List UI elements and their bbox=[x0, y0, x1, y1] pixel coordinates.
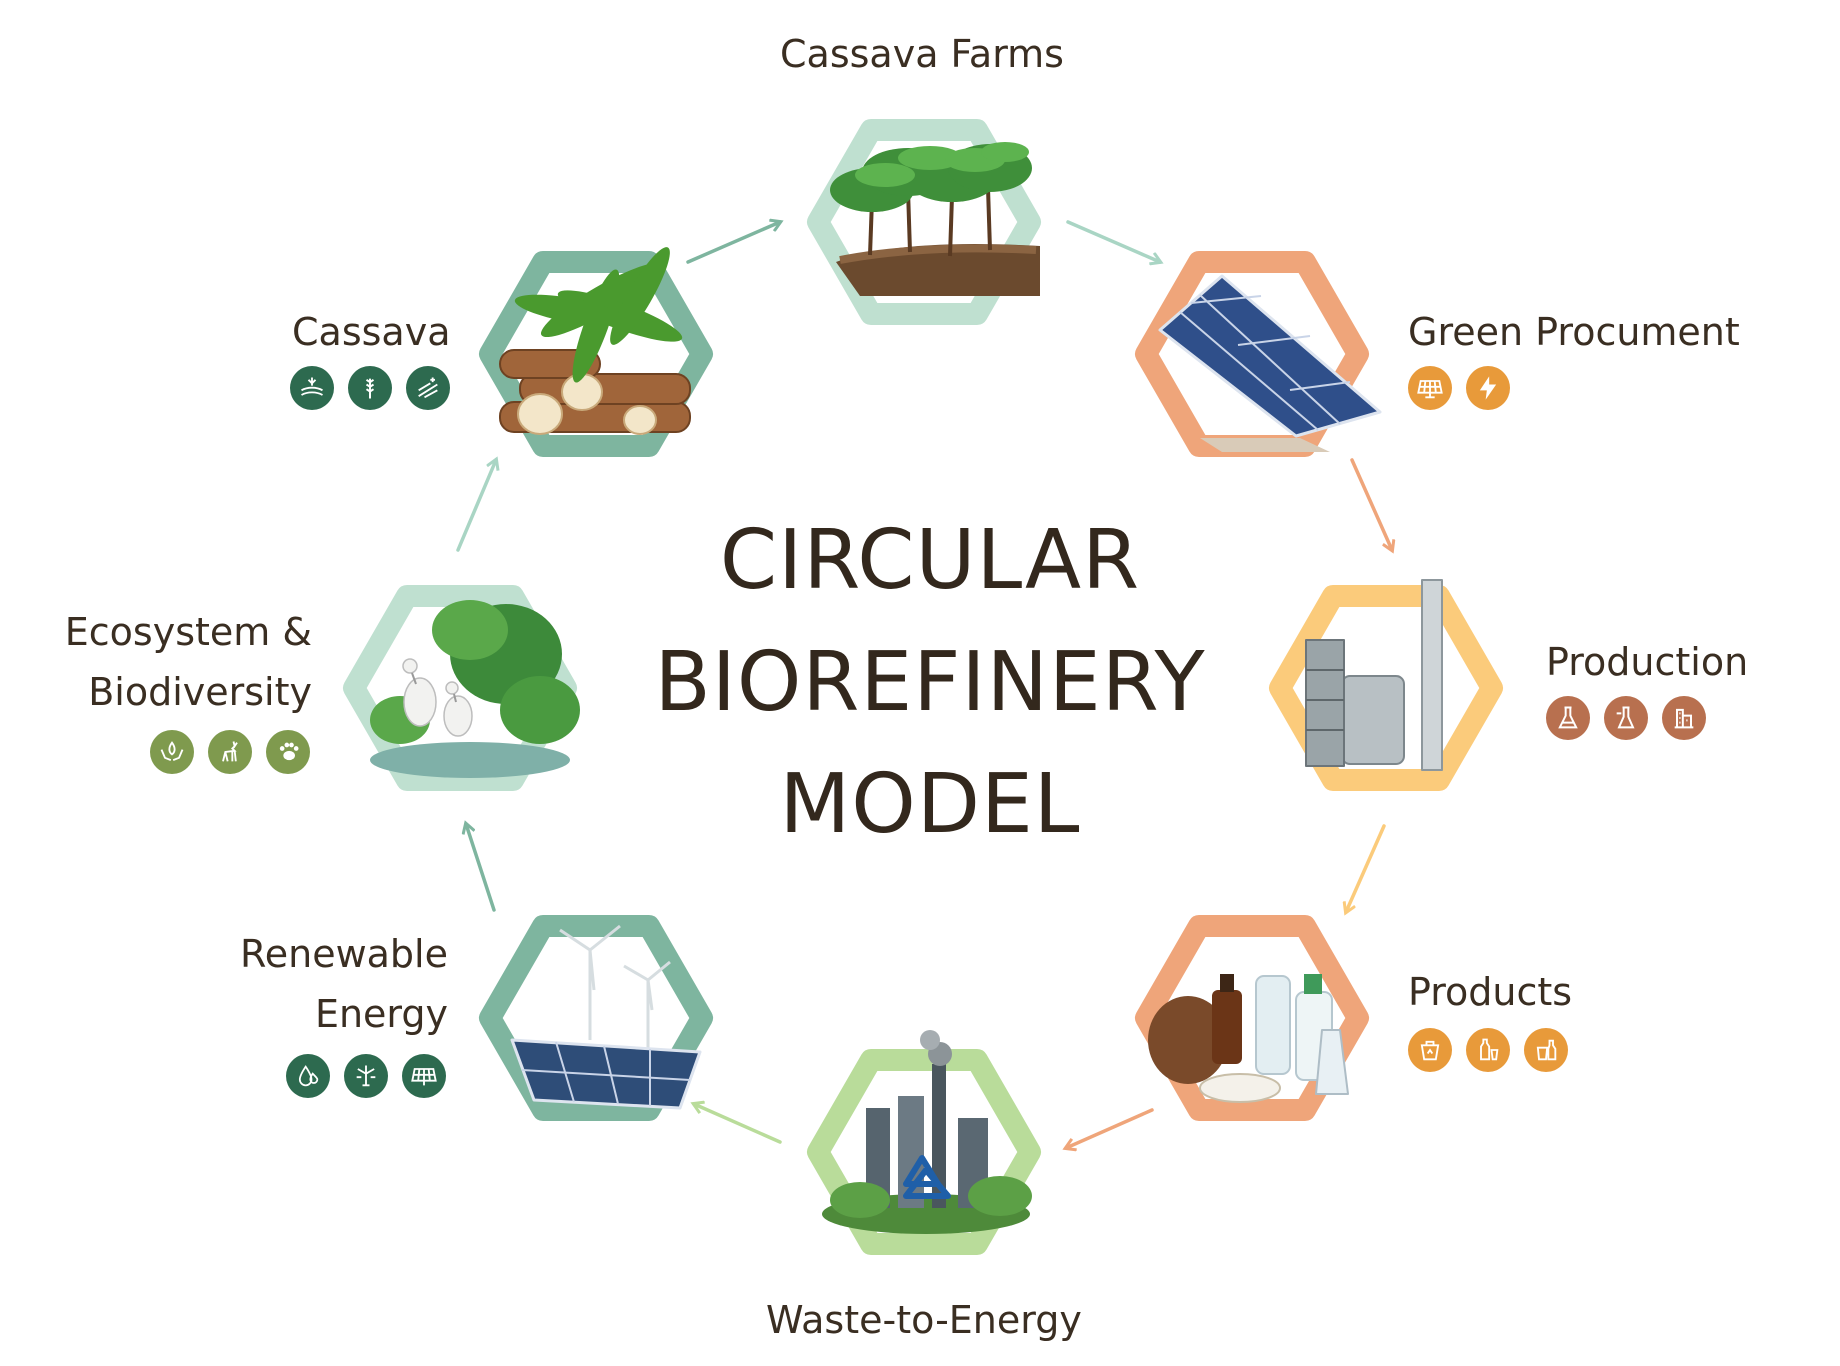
label-ecosystem-line2: Biodiversity bbox=[88, 670, 312, 714]
icons-production bbox=[1546, 696, 1706, 740]
label-ecosystem-biodiversity: Ecosystem & Biodiversity bbox=[40, 602, 312, 722]
arrow-production-to-products bbox=[1346, 824, 1386, 912]
wind-solar-illustration bbox=[510, 924, 702, 1110]
wetland-birds-illustration bbox=[370, 600, 580, 778]
label-renewable-energy-line2: Energy bbox=[314, 992, 448, 1036]
cycle-arrows bbox=[456, 220, 1392, 1148]
icons-ecosystem-biodiversity bbox=[150, 730, 310, 774]
arrow-waste-to-renewable bbox=[694, 1104, 782, 1144]
arrow-farms-to-procurement bbox=[1066, 220, 1160, 262]
node-cassava[interactable] bbox=[479, 242, 713, 457]
title-line-2: BIOREFINERY bbox=[654, 635, 1206, 730]
arrow-products-to-waste bbox=[1066, 1108, 1154, 1148]
icons-cassava bbox=[290, 366, 450, 410]
solar-panel-icon bbox=[402, 1054, 446, 1098]
wind-turbine-icon bbox=[344, 1054, 388, 1098]
hex-nodes bbox=[343, 119, 1503, 1255]
label-renewable-energy-line1: Renewable bbox=[240, 932, 448, 976]
farm-land-icon bbox=[406, 366, 450, 410]
icons-renewable-energy bbox=[286, 1054, 446, 1098]
wheat-icon bbox=[348, 366, 392, 410]
solar-panel-illustration bbox=[1158, 274, 1382, 452]
arrow-procurement-to-production bbox=[1350, 458, 1392, 550]
label-cassava-farms: Cassava Farms bbox=[780, 32, 1064, 76]
arrow-ecosystem-to-cassava bbox=[456, 460, 496, 552]
label-products: Products bbox=[1408, 970, 1573, 1014]
arrow-cassava-to-farms bbox=[686, 222, 780, 264]
label-cassava: Cassava bbox=[292, 310, 451, 354]
label-ecosystem-line1: Ecosystem & bbox=[64, 610, 312, 654]
bottle-cup-icon bbox=[1466, 1028, 1510, 1072]
cassava-roots-illustration bbox=[499, 247, 691, 435]
label-renewable-energy: Renewable Energy bbox=[230, 924, 448, 1044]
lightning-bolt-icon bbox=[1466, 366, 1510, 410]
solar-panel-icon bbox=[1408, 366, 1452, 410]
caring-hands-leaf-icon bbox=[150, 730, 194, 774]
recycle-bag-icon bbox=[1408, 1028, 1452, 1072]
water-drop-icon bbox=[286, 1054, 330, 1098]
label-green-procurement: Green Procument bbox=[1408, 310, 1740, 354]
field-icon bbox=[290, 366, 334, 410]
lab-flask-icon bbox=[1604, 696, 1648, 740]
arrow-renewable-to-ecosystem bbox=[466, 824, 496, 912]
diagram-title: CIRCULAR BIOREFINERY MODEL bbox=[620, 500, 1240, 866]
waste-plant-illustration bbox=[822, 1030, 1032, 1234]
node-ecosystem-biodiversity[interactable] bbox=[343, 585, 580, 791]
icons-green-procurement bbox=[1408, 366, 1510, 410]
node-renewable-energy[interactable] bbox=[479, 915, 713, 1121]
refinery-illustration bbox=[1305, 579, 1443, 771]
node-cassava-farms[interactable] bbox=[807, 119, 1041, 325]
products-illustration bbox=[1148, 974, 1349, 1103]
drink-container-icon bbox=[1524, 1028, 1568, 1072]
deer-icon bbox=[208, 730, 252, 774]
title-line-1: CIRCULAR bbox=[719, 513, 1141, 608]
node-green-procurement[interactable] bbox=[1135, 251, 1382, 457]
factory-building-icon bbox=[1662, 696, 1706, 740]
label-waste-to-energy: Waste-to-Energy bbox=[766, 1298, 1082, 1342]
icons-products bbox=[1408, 1028, 1568, 1072]
cassava-plants-illustration bbox=[830, 142, 1040, 296]
node-waste-to-energy[interactable] bbox=[807, 1030, 1041, 1255]
node-production[interactable] bbox=[1269, 579, 1503, 791]
paw-print-icon bbox=[266, 730, 310, 774]
title-line-3: MODEL bbox=[779, 757, 1081, 852]
node-products[interactable] bbox=[1135, 915, 1369, 1121]
flask-icon bbox=[1546, 696, 1590, 740]
label-production: Production bbox=[1546, 640, 1749, 684]
